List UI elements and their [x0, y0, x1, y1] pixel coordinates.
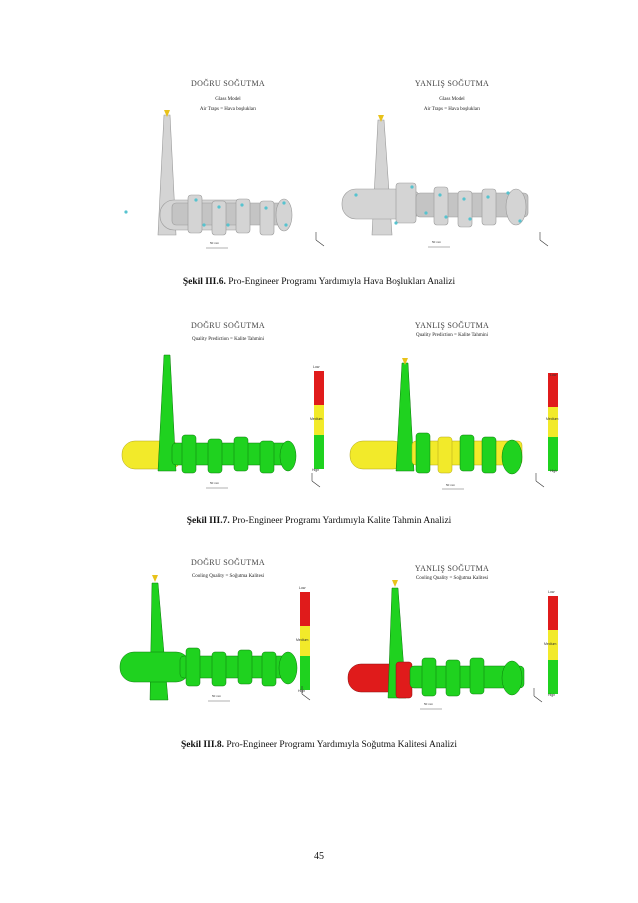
caption-label: Şekil III.7. — [186, 516, 230, 526]
panel-correct-cooling: DOĞRU SOĞUTMA Glass Model Air Traps = Ha… — [116, 75, 340, 267]
legend-low: Low — [550, 373, 557, 377]
legend-high: High — [312, 468, 320, 472]
figure-caption: Şekil III.6. Pro-Engineer Programı Yardı… — [0, 277, 638, 287]
panel-title: DOĞRU SOĞUTMA — [191, 321, 265, 330]
legend-high: High — [298, 689, 306, 693]
gate-marker-icon — [392, 580, 398, 587]
caption-text: Pro-Engineer Programı Yardımıyla Hava Bo… — [228, 277, 456, 287]
scale-label: 50 mm — [446, 483, 456, 487]
legend-medium: Medium — [544, 642, 557, 646]
panel-analysis-label: Quality Prediction = Kalite Tahmini — [415, 333, 489, 338]
legend-medium: Medium — [296, 638, 309, 642]
gate-marker-icon — [164, 110, 170, 117]
cooling-quality-illustration — [119, 575, 558, 710]
air-trap-markers — [124, 198, 288, 227]
panel-correct-cooling: DOĞRU SOĞUTMA Cooling Quality = Soğutma … — [116, 548, 340, 740]
panel-wrong-cooling: YANLIŞ SOĞUTMA Cooling Quality = Soğutma… — [340, 548, 564, 740]
legend-high: High — [550, 469, 558, 473]
scale-label: 50 mm — [424, 702, 434, 706]
legend-medium: Medium — [310, 417, 323, 421]
legend-low: Low — [548, 590, 555, 594]
panel-correct-cooling: DOĞRU SOĞUTMA Quality Prediction = Kalit… — [116, 313, 340, 505]
caption-label: Şekil III.8. — [180, 740, 225, 750]
panel-title: YANLIŞ SOĞUTMA — [414, 321, 490, 330]
gate-marker-icon — [402, 358, 408, 365]
panel-title: DOĞRU SOĞUTMA — [191, 558, 265, 567]
legend-low: Low — [313, 365, 320, 369]
panel-wrong-cooling: YANLIŞ SOĞUTMA Quality Prediction = Kali… — [340, 313, 564, 505]
figure-quality-prediction: DOĞRU SOĞUTMA Quality Prediction = Kalit… — [116, 313, 564, 505]
panel-analysis-label: Cooling Quality = Soğutma Kalitesi — [191, 574, 265, 579]
scale-label: 50 mm — [432, 240, 442, 244]
cooling-legend-bar — [548, 596, 558, 694]
gate-marker-icon — [152, 575, 158, 582]
panel-title: DOĞRU SOĞUTMA — [191, 79, 265, 88]
glass-model-correct — [157, 114, 293, 236]
quality-legend-bar — [314, 371, 324, 469]
cooling-model-correct — [119, 582, 298, 701]
gate-marker-icon — [378, 115, 384, 122]
air-trap-markers — [354, 185, 522, 225]
caption-text: Pro-Engineer Programı Yardımıyla Kalite … — [232, 516, 452, 526]
scale-label: 50 mm — [210, 241, 220, 245]
panel-analysis-label: Air Traps = Hava boşlukları — [423, 107, 481, 112]
panel-model-label: Glass Model — [439, 97, 465, 102]
air-traps-illustration — [124, 110, 549, 249]
figure-caption: Şekil III.7. Pro-Engineer Programı Yardı… — [0, 516, 638, 526]
caption-text: Pro-Engineer Programı Yardımıyla Soğutma… — [226, 740, 457, 750]
cooling-legend-bar — [300, 592, 310, 690]
quality-model-wrong — [349, 362, 523, 475]
panel-analysis-label: Quality Prediction = Kalite Tahmini — [191, 337, 265, 342]
panel-wrong-cooling: YANLIŞ SOĞUTMA Glass Model Air Traps = H… — [340, 75, 564, 267]
figure-caption: Şekil III.8. Pro-Engineer Programı Yardı… — [0, 740, 638, 750]
legend-medium: Medium — [546, 417, 559, 421]
scale-label: 50 mm — [212, 694, 222, 698]
panel-title: YANLIŞ SOĞUTMA — [414, 79, 490, 88]
page-number: 45 — [314, 851, 324, 862]
caption-label: Şekil III.6. — [182, 277, 226, 287]
panel-title: YANLIŞ SOĞUTMA — [414, 564, 490, 573]
quality-model-correct — [121, 354, 297, 474]
glass-model-wrong — [341, 119, 529, 236]
panel-model-label: Glass Model — [215, 97, 241, 102]
panel-analysis-label: Cooling Quality = Soğutma Kalitesi — [415, 576, 489, 581]
cooling-model-wrong — [347, 587, 525, 699]
quality-prediction-illustration — [121, 354, 558, 490]
panel-analysis-label: Air Traps = Hava boşlukları — [199, 107, 257, 112]
quality-legend-bar — [548, 373, 558, 471]
legend-high: High — [548, 693, 556, 697]
scale-label: 50 mm — [210, 481, 220, 485]
figure-cooling-quality: DOĞRU SOĞUTMA Cooling Quality = Soğutma … — [116, 548, 564, 740]
legend-low: Low — [299, 586, 306, 590]
figure-air-traps: DOĞRU SOĞUTMA Glass Model Air Traps = Ha… — [116, 75, 564, 267]
